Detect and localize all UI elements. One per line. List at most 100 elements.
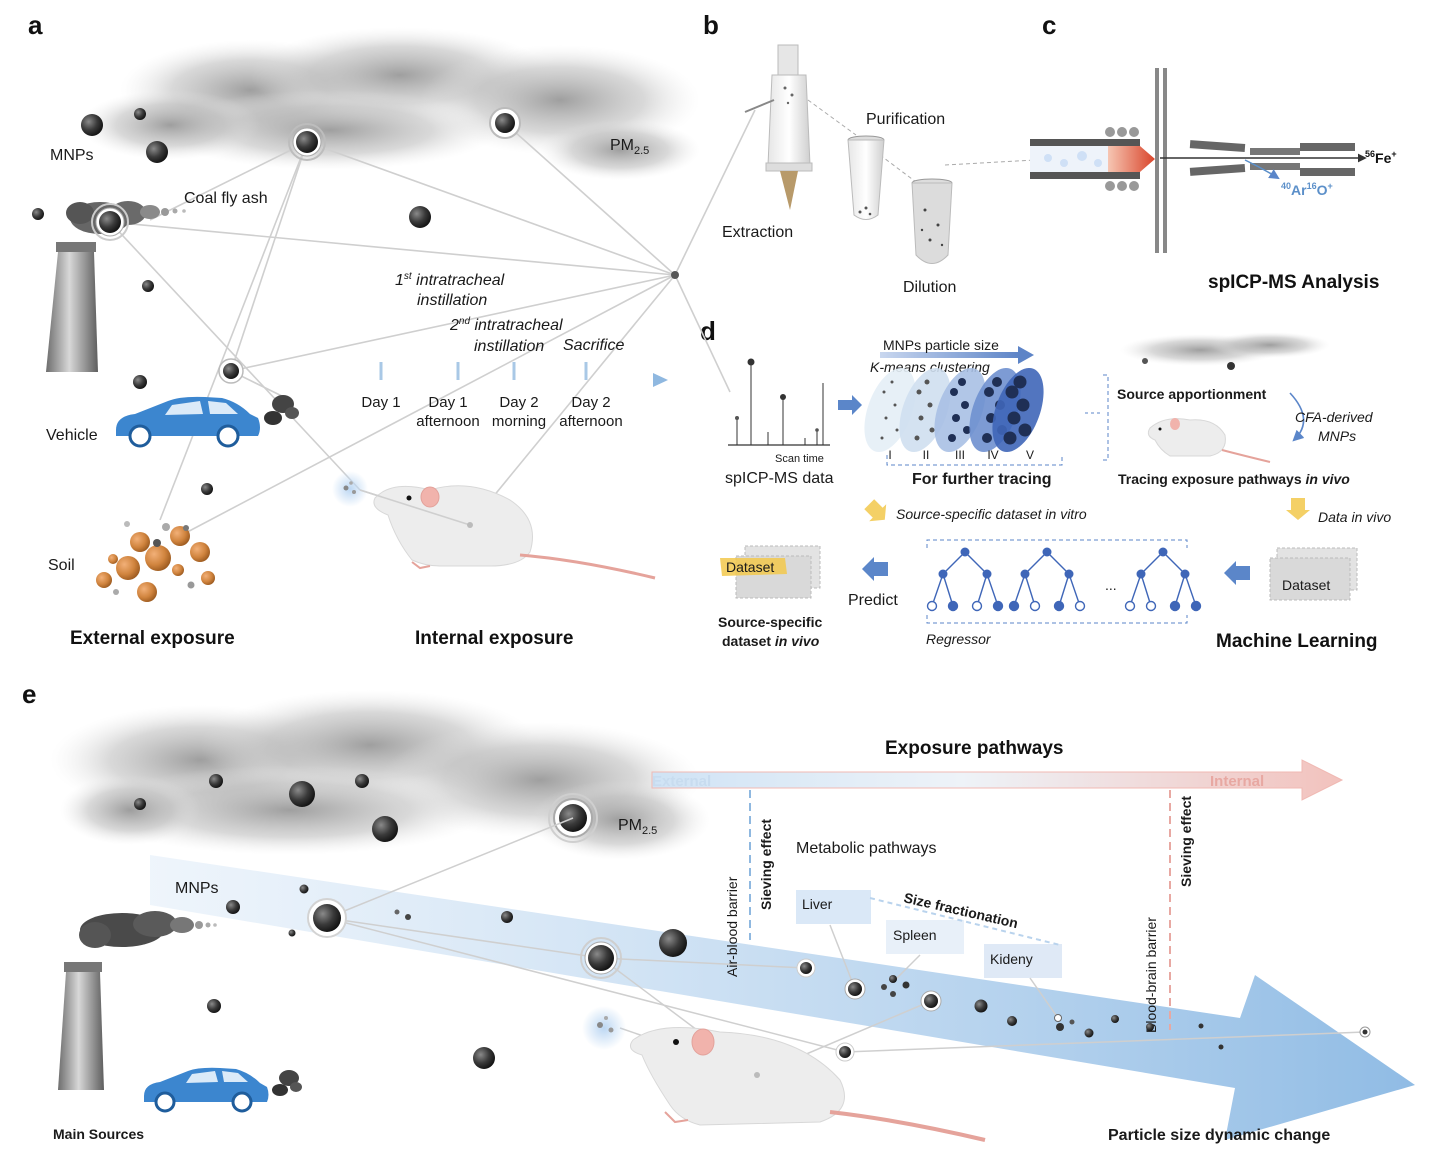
cluster-particle [1007, 411, 1021, 425]
cluster-particle [927, 402, 933, 408]
extraction-label: Extraction [722, 224, 793, 241]
car-icon [116, 396, 260, 448]
particle [924, 994, 938, 1008]
particle [881, 984, 887, 990]
highlighted-particle [489, 107, 521, 139]
cluster-particle [1005, 385, 1019, 399]
particle [1054, 1014, 1062, 1022]
particle [1084, 1028, 1094, 1038]
particle [1007, 1016, 1017, 1026]
particle [226, 900, 240, 914]
source-dataset-in-vitro-label: Source-specific dataset in vitro [896, 506, 1087, 522]
sieving-effect-left-label: Sieving effect [758, 819, 774, 910]
cluster-particle [984, 387, 994, 397]
second-instillation-line2: instillation [474, 338, 544, 355]
particle [81, 114, 103, 136]
source-specific-label: Source-specific [718, 614, 822, 630]
timeline-sublabel: afternoon [559, 413, 622, 430]
particle [800, 962, 812, 974]
tree-leaf [1124, 600, 1136, 612]
particle [1198, 1023, 1204, 1029]
chimney-icon [46, 201, 186, 372]
source-bracket [1103, 374, 1109, 461]
mouse-icon [332, 471, 656, 580]
particle [1146, 1023, 1154, 1031]
sieving-effect-right-label: Sieving effect [1178, 796, 1194, 887]
cluster-particle [1013, 375, 1027, 389]
particle-size-arrow [880, 346, 1034, 364]
cluster-label: V [1026, 448, 1034, 462]
particle-size-change-label: Particle size dynamic change [1108, 1127, 1330, 1144]
regressor-bracket-bottom [926, 615, 1188, 624]
particle [1069, 1019, 1075, 1025]
cluster-particle [882, 390, 886, 394]
cluster-particle [958, 378, 966, 386]
tree-node [938, 569, 948, 579]
particle [355, 774, 369, 788]
first-instillation-line2: instillation [417, 292, 487, 309]
regressor-label: Regressor [926, 631, 992, 647]
connection-lines [109, 109, 756, 539]
vehicle-label: Vehicle [46, 427, 98, 444]
second-instillation-label: 2nd intratracheal [449, 316, 563, 334]
cluster-particle [1016, 398, 1030, 412]
scan-time-label: Scan time [775, 453, 824, 465]
cluster-particle [961, 401, 969, 409]
source-smog-icon [1120, 332, 1330, 370]
particle [201, 483, 213, 495]
cluster-particle [950, 388, 958, 396]
air-blood-barrier-label: Air-blood barrier [724, 876, 740, 977]
timeline [330, 362, 668, 387]
cluster-label: I [888, 448, 891, 462]
cluster-particle [929, 427, 935, 433]
tree-node [1158, 547, 1168, 557]
panel-letter-d: d [700, 316, 716, 346]
tree-node [1180, 569, 1190, 579]
cluster-particle [884, 416, 888, 420]
tree-node [1020, 569, 1030, 579]
tree-node [1042, 547, 1052, 557]
cluster-particle [914, 435, 920, 441]
exposure-pathways-arrow [651, 759, 1344, 801]
kidney-box [984, 944, 1062, 978]
size-fractionation-line [869, 897, 1061, 946]
particle [142, 280, 154, 292]
process-dashed-lines [807, 99, 1036, 186]
panel-letter-e: e [22, 679, 36, 709]
soil-label: Soil [48, 557, 75, 574]
liver-box [796, 890, 871, 924]
mouse-icon [582, 1006, 986, 1142]
particle [405, 914, 411, 920]
exposure-pathways-label: Exposure pathways [885, 738, 1063, 759]
internal-label: Internal [1210, 773, 1264, 790]
internal-exposure-label: Internal exposure [415, 628, 573, 649]
particle [209, 774, 223, 788]
tree-leaf [992, 600, 1004, 612]
particle-size-arrow [150, 855, 1415, 1140]
particle [889, 975, 897, 983]
particle [839, 1046, 851, 1058]
fe-ion-label: 56Fe+ [1365, 149, 1397, 166]
external-exposure-label: External exposure [70, 628, 235, 649]
pm25-label: PM2.5 [610, 137, 649, 157]
yellow-arrow-in-vivo [1286, 498, 1310, 520]
regressor-trees [926, 547, 1202, 612]
liver-label: Liver [802, 896, 833, 912]
small-mouse-icon [1147, 418, 1271, 463]
particle [848, 982, 862, 996]
timeline-label: Day 2 [499, 394, 538, 411]
particle [133, 375, 147, 389]
panel-a: MNPs PM2.5 Coal fly ash Vehicle [32, 27, 756, 649]
particle [299, 884, 309, 894]
arrow-to-regressor [1224, 561, 1250, 585]
sacrifice-label: Sacrifice [563, 337, 624, 354]
particle [1111, 1015, 1119, 1023]
kidney-label: Kideny [990, 951, 1033, 967]
dataset-right-icon [1269, 547, 1358, 601]
extraction-syringe-icon [744, 44, 813, 210]
panel-letter-a: a [28, 10, 43, 40]
tree-leaf [1008, 600, 1020, 612]
panel-letter-b: b [703, 10, 719, 40]
